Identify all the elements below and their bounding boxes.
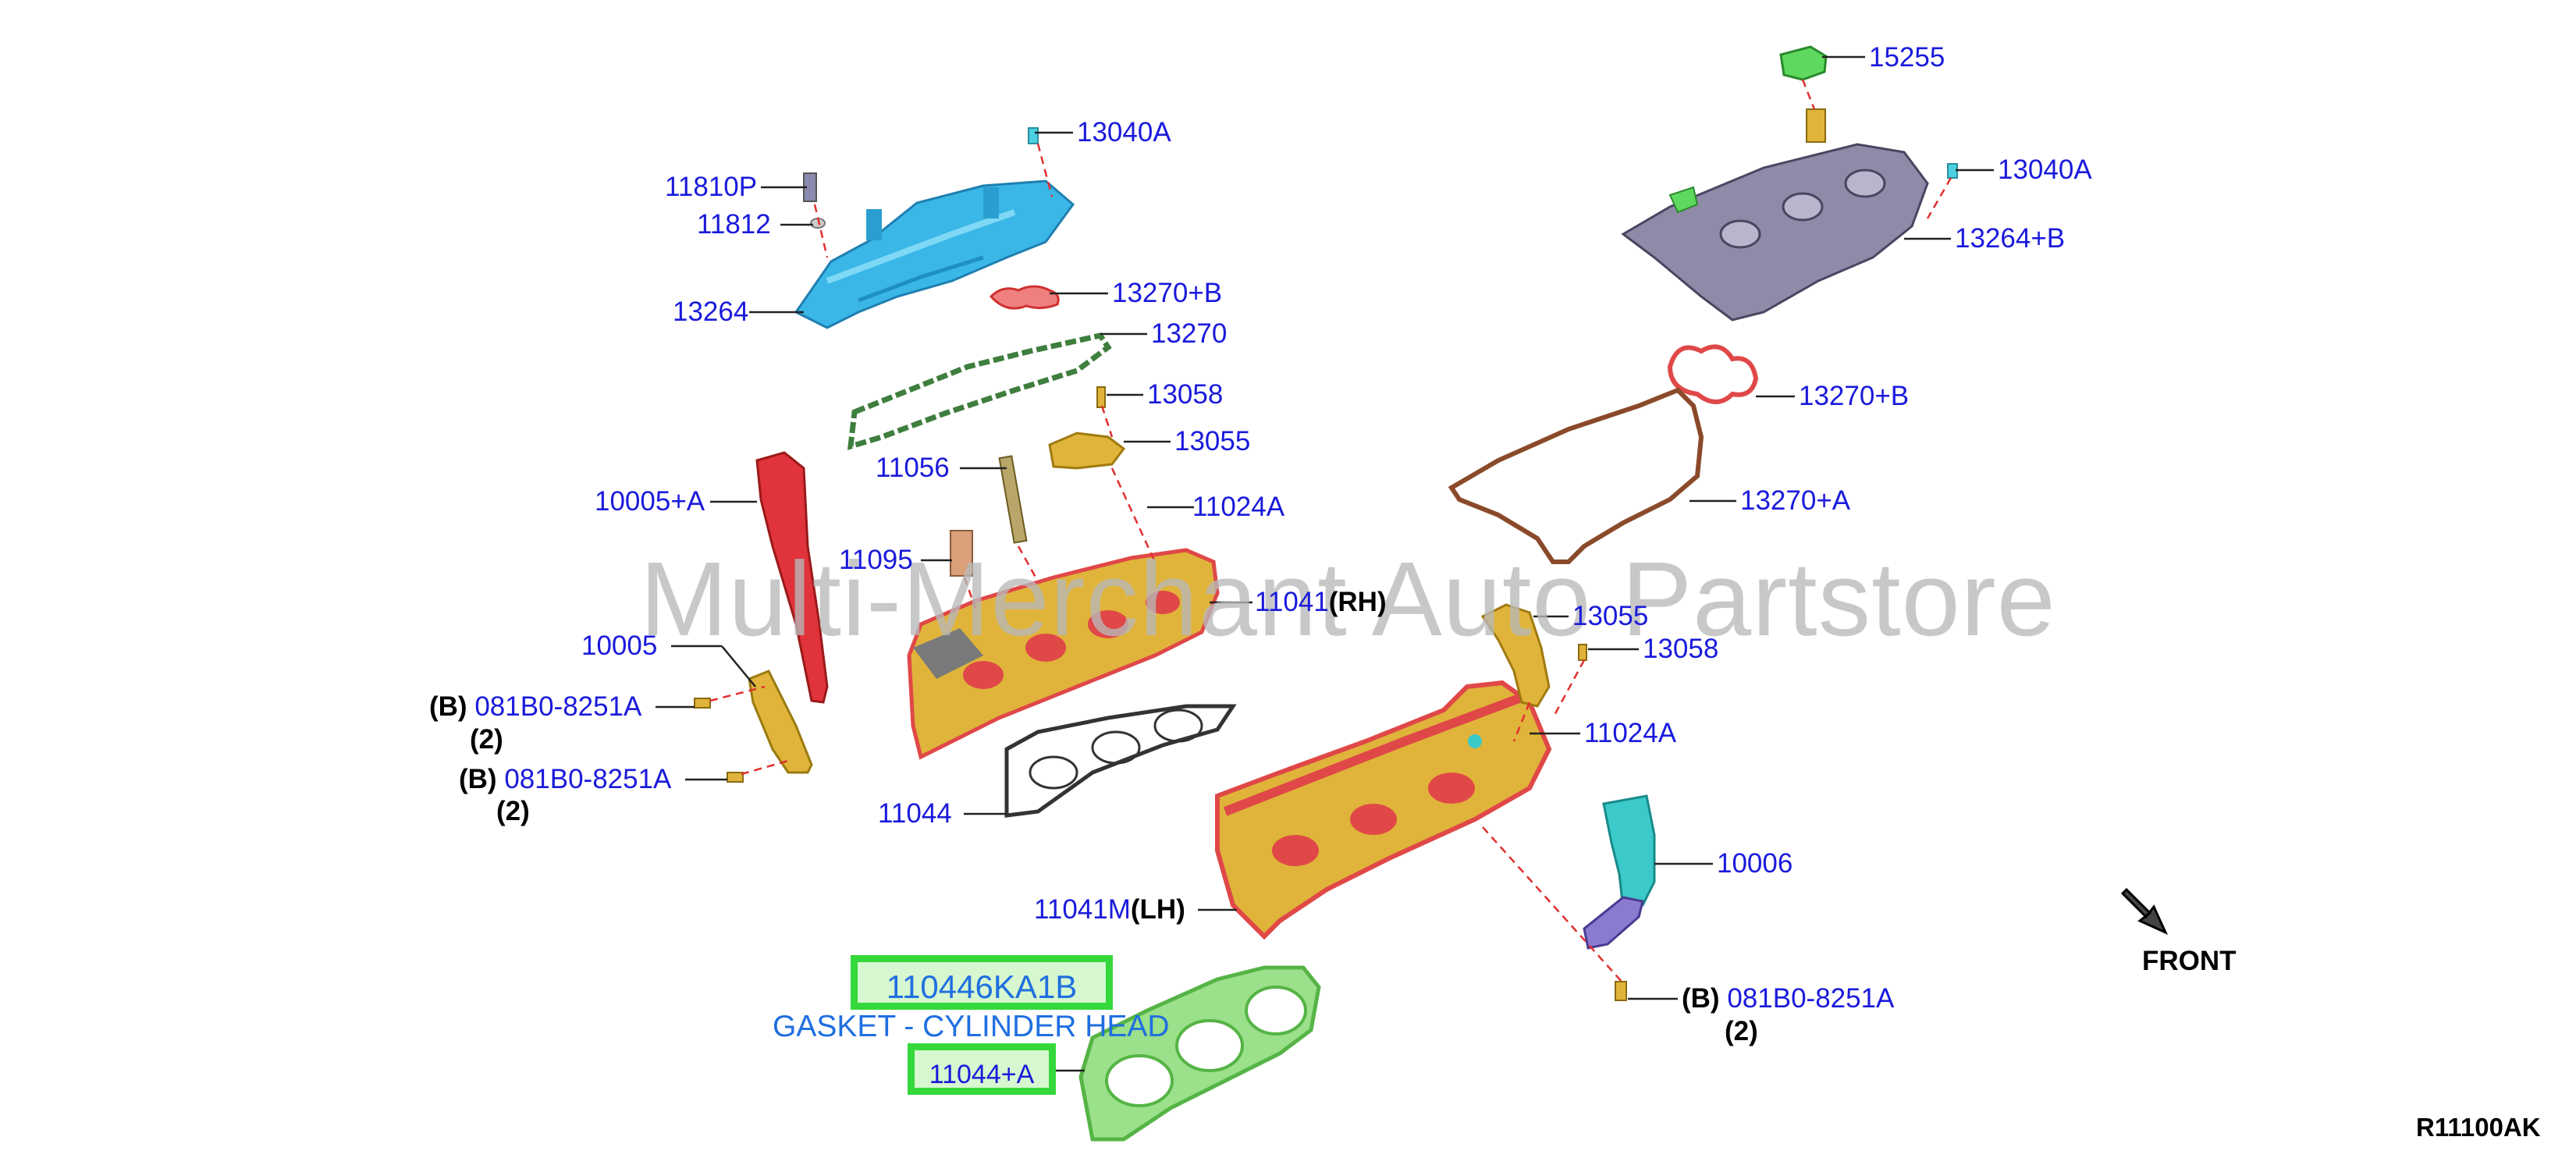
head-gasket-11044a	[1078, 965, 1321, 1142]
label-081b0-8251a-1[interactable]: (B) 081B0-8251A	[429, 693, 641, 720]
label-10005[interactable]: 10005	[581, 631, 658, 661]
label-11024a-rh[interactable]: 11024A	[1584, 718, 1677, 748]
label-13270b-lh[interactable]: 13270+B	[1112, 278, 1223, 308]
side-marker: (RH)	[1328, 587, 1387, 617]
bracket-13055-rh	[1480, 603, 1551, 708]
side-marker: (LH)	[1130, 894, 1185, 925]
chain-guide-10005	[748, 670, 813, 774]
label-081b0-8251a-rh[interactable]: (B) 081B0-8251A	[1682, 985, 1894, 1012]
bolt-13058-lh	[1096, 386, 1106, 408]
label-13270b-rh[interactable]: 13270+B	[1799, 381, 1910, 411]
gasket-13270-lh	[847, 332, 1112, 450]
label-13270[interactable]: 13270	[1151, 318, 1228, 349]
highlight-description: GASKET - CYLINDER HEAD	[773, 1010, 1170, 1043]
bracket-10006	[1583, 794, 1656, 950]
diagram-code: R11100AK	[2416, 1113, 2541, 1142]
bolt-081b0-3	[1615, 981, 1627, 1001]
label-13058-rh[interactable]: 13058	[1643, 634, 1719, 664]
bolt-13040a-lh	[1028, 127, 1039, 144]
highlight-callout-text: 11044+A	[929, 1060, 1035, 1089]
label-11041-rh[interactable]: 11041(RH)	[1255, 588, 1387, 616]
label-13264b[interactable]: 13264+B	[1955, 223, 2066, 254]
part-number: 11041	[1255, 587, 1329, 617]
qty-rh: (2)	[1725, 1016, 1758, 1046]
alignment-lines	[709, 79, 1952, 984]
front-label: FRONT	[2142, 946, 2237, 976]
label-13058-lh[interactable]: 13058	[1147, 379, 1224, 410]
bolt-13058-rh	[1578, 644, 1587, 661]
part-number: 081B0-8251A	[1727, 983, 1895, 1014]
chain-guide-10005a	[755, 451, 829, 704]
front-arrow-icon	[2120, 887, 2169, 936]
label-13040a-lh[interactable]: 13040A	[1077, 117, 1171, 147]
label-10006[interactable]: 10006	[1717, 848, 1793, 879]
part-number: 081B0-8251A	[504, 764, 672, 794]
label-10005a[interactable]: 10005+A	[595, 486, 705, 517]
stud-11056	[998, 455, 1028, 544]
cylinder-head-lh	[1215, 680, 1552, 940]
qty-2: (2)	[496, 796, 530, 826]
part-number: 11041M	[1034, 894, 1131, 925]
cylinder-head-rh	[907, 548, 1220, 760]
seal-13270b-lh	[989, 285, 1060, 310]
highlight-part-number[interactable]: 110446KA1B	[851, 955, 1113, 1010]
label-11095[interactable]: 11095	[839, 545, 913, 575]
label-13055-rh[interactable]: 13055	[1572, 601, 1649, 631]
head-gasket-11044	[1004, 704, 1237, 818]
leader-lines	[656, 55, 1994, 1072]
label-11056[interactable]: 11056	[876, 453, 950, 483]
label-13040a-rh[interactable]: 13040A	[1998, 155, 2092, 185]
label-13264[interactable]: 13264	[673, 297, 749, 327]
rocker-cover-rh	[1621, 108, 1929, 321]
watermark: Multi-Merchant Auto Partstore	[640, 540, 2056, 658]
bolt-081b0-1	[694, 698, 711, 709]
part-number: 081B0-8251A	[474, 691, 642, 722]
label-11044[interactable]: 11044	[878, 798, 952, 829]
label-081b0-8251a-2[interactable]: (B) 081B0-8251A	[459, 765, 671, 793]
qty-1: (2)	[470, 724, 503, 755]
b-marker: (B)	[1682, 983, 1720, 1014]
label-11024a-lh[interactable]: 11024A	[1192, 492, 1285, 522]
b-marker: (B)	[429, 691, 467, 722]
oil-cap-15255	[1779, 45, 1828, 81]
sensor-11810p	[803, 172, 826, 229]
label-13270a[interactable]: 13270+A	[1740, 485, 1851, 516]
label-15255[interactable]: 15255	[1869, 42, 1945, 73]
b-marker: (B)	[459, 764, 497, 794]
highlight-callout[interactable]: 11044+A	[908, 1043, 1056, 1095]
rocker-cover-lh	[794, 179, 1075, 329]
seal-13270b-rh	[1667, 344, 1759, 404]
bracket-13055-lh	[1048, 432, 1126, 470]
label-11810p[interactable]: 11810P	[665, 172, 758, 202]
gasket-13270a-rh	[1448, 387, 1704, 564]
label-11812[interactable]: 11812	[697, 209, 771, 240]
bolt-081b0-2	[727, 772, 744, 783]
label-11041m-lh[interactable]: 11041M(LH)	[1034, 896, 1185, 923]
highlight-part-number-text: 110446KA1B	[886, 968, 1078, 1005]
label-13055-lh[interactable]: 13055	[1174, 426, 1251, 456]
sleeve-11095	[950, 530, 973, 577]
